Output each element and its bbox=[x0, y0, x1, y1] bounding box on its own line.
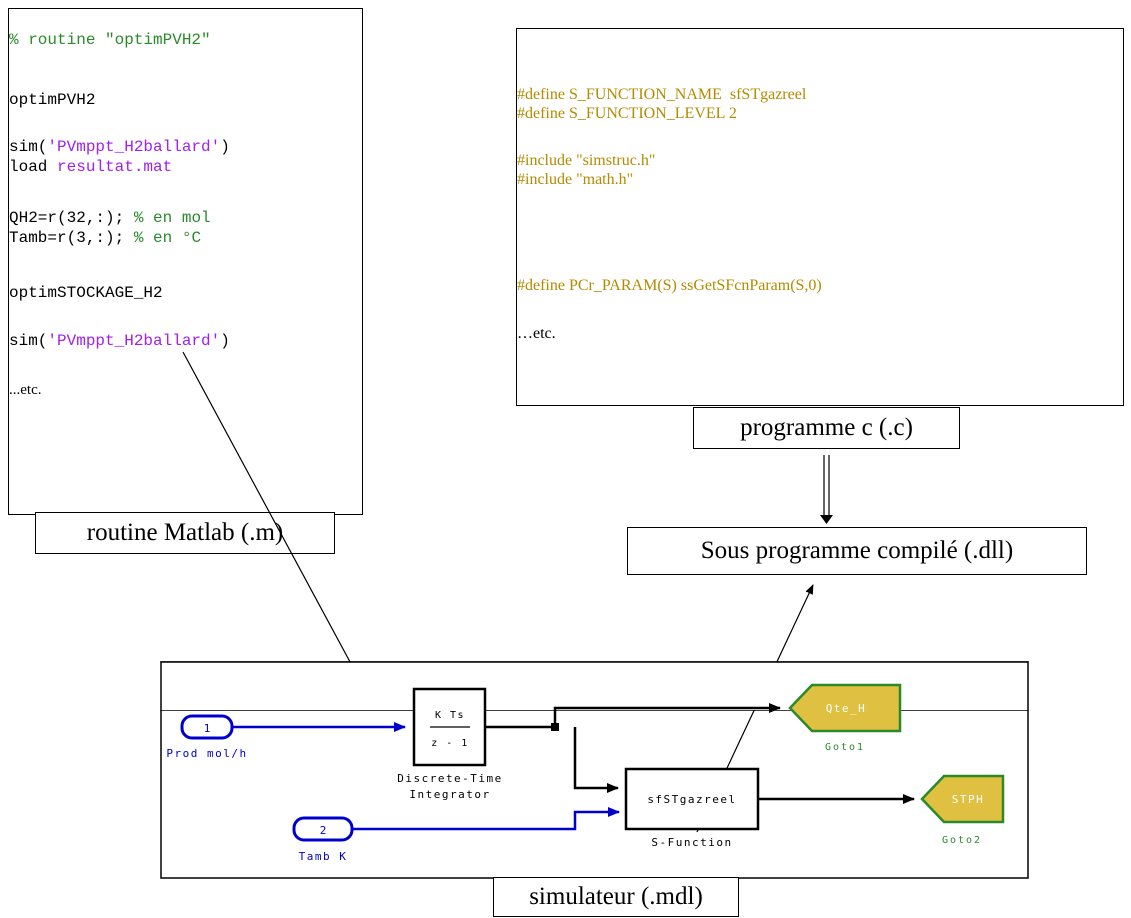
matlab-line: sim('PVmppt_H2ballard') bbox=[9, 332, 230, 351]
matlab-token: resultat.mat bbox=[57, 158, 173, 176]
c-code-box: #define S_FUNCTION_NAME sfSTgazreel #defi… bbox=[516, 28, 1124, 406]
matlab-line: optimSTOCKAGE_H2 bbox=[9, 284, 163, 303]
inport-1-label: Prod mol/h bbox=[166, 747, 247, 760]
matlab-token: % en mol bbox=[133, 209, 211, 227]
matlab-token: optimPVH2 bbox=[9, 91, 96, 109]
inport-1-number: 1 bbox=[204, 722, 211, 735]
c-code-line: …etc. bbox=[517, 325, 556, 342]
matlab-line: Tamb=r(3,:); % en °C bbox=[9, 229, 201, 248]
matlab-line: ...etc. bbox=[9, 381, 41, 400]
inport-2-label: Tamb K bbox=[299, 850, 348, 863]
matlab-token: ) bbox=[220, 138, 230, 156]
inport-2-number: 2 bbox=[320, 824, 327, 837]
matlab-line: load resultat.mat bbox=[9, 158, 172, 177]
goto2-label: Goto2 bbox=[942, 835, 982, 846]
matlab-token: 'PVmppt_H2ballard' bbox=[47, 138, 221, 156]
c-caption-text: programme c (.c) bbox=[740, 414, 913, 441]
matlab-token: 'PVmppt_H2ballard' bbox=[47, 332, 221, 350]
matlab-caption-text: routine Matlab (.m) bbox=[86, 519, 284, 546]
matlab-token: ...etc. bbox=[9, 382, 42, 398]
sfunction-name: sfSTgazreel bbox=[647, 793, 736, 806]
goto2-block[interactable] bbox=[920, 774, 1005, 824]
matlab-token: optimSTOCKAGE_H2 bbox=[9, 284, 163, 302]
matlab-line: QH2=r(32,:); % en mol bbox=[9, 209, 211, 228]
integrator-label-1: Discrete-Time bbox=[397, 772, 503, 785]
matlab-caption: routine Matlab (.m) bbox=[35, 512, 335, 554]
integrator-denominator: z - 1 bbox=[431, 738, 469, 749]
c-to-dll-arrowhead bbox=[820, 515, 833, 524]
integrator-numerator: K Ts bbox=[435, 710, 465, 721]
c-code-line: #define S_FUNCTION_LEVEL 2 bbox=[517, 105, 737, 122]
matlab-token: sim( bbox=[9, 332, 48, 350]
c-code-line: #include "math.h" bbox=[517, 171, 634, 188]
sfunction-block[interactable] bbox=[624, 767, 760, 831]
matlab-token: % routine "optimPVH2" bbox=[9, 31, 211, 49]
c-caption: programme c (.c) bbox=[693, 407, 960, 449]
matlab-token: load bbox=[9, 158, 58, 176]
simulink-caption: simulateur (.mdl) bbox=[493, 877, 739, 917]
goto1-label: Goto1 bbox=[825, 742, 865, 753]
dll-caption-text: Sous programme compilé (.dll) bbox=[700, 537, 1014, 564]
matlab-token: % en °C bbox=[133, 229, 202, 247]
matlab-token: QH2=r(32,:); bbox=[9, 209, 134, 227]
signal-to-goto1 bbox=[553, 703, 781, 727]
dll-box: Sous programme compilé (.dll) bbox=[627, 527, 1087, 575]
matlab-line: optimPVH2 bbox=[9, 91, 95, 110]
c-code-line: #define PCr_PARAM(S) ssGetSFcnParam(S,0) bbox=[517, 277, 822, 294]
matlab-token: Tamb=r(3,:); bbox=[9, 229, 134, 247]
signal-to-sfunction bbox=[573, 727, 619, 793]
matlab-token: sim( bbox=[9, 138, 48, 156]
matlab-line: sim('PVmppt_H2ballard') bbox=[9, 138, 230, 157]
matlab-to-sim-arrow bbox=[182, 351, 364, 687]
simulink-caption-text: simulateur (.mdl) bbox=[529, 883, 703, 910]
goto1-block[interactable] bbox=[788, 683, 902, 733]
sfunction-label: S-Function bbox=[651, 836, 732, 849]
goto2-tag: STPH bbox=[952, 793, 985, 806]
integrator-label-2: Integrator bbox=[409, 788, 490, 801]
signal-in2-sfunction bbox=[352, 807, 620, 831]
c-code-line: #include "simstruc.h" bbox=[517, 152, 656, 169]
branch-point bbox=[551, 723, 559, 731]
c-code-line: #define S_FUNCTION_NAME sfSTgazreel bbox=[517, 86, 807, 103]
goto1-tag: Qte_H bbox=[826, 702, 867, 715]
matlab-token: ) bbox=[220, 332, 230, 350]
matlab-line: % routine "optimPVH2" bbox=[9, 31, 211, 50]
